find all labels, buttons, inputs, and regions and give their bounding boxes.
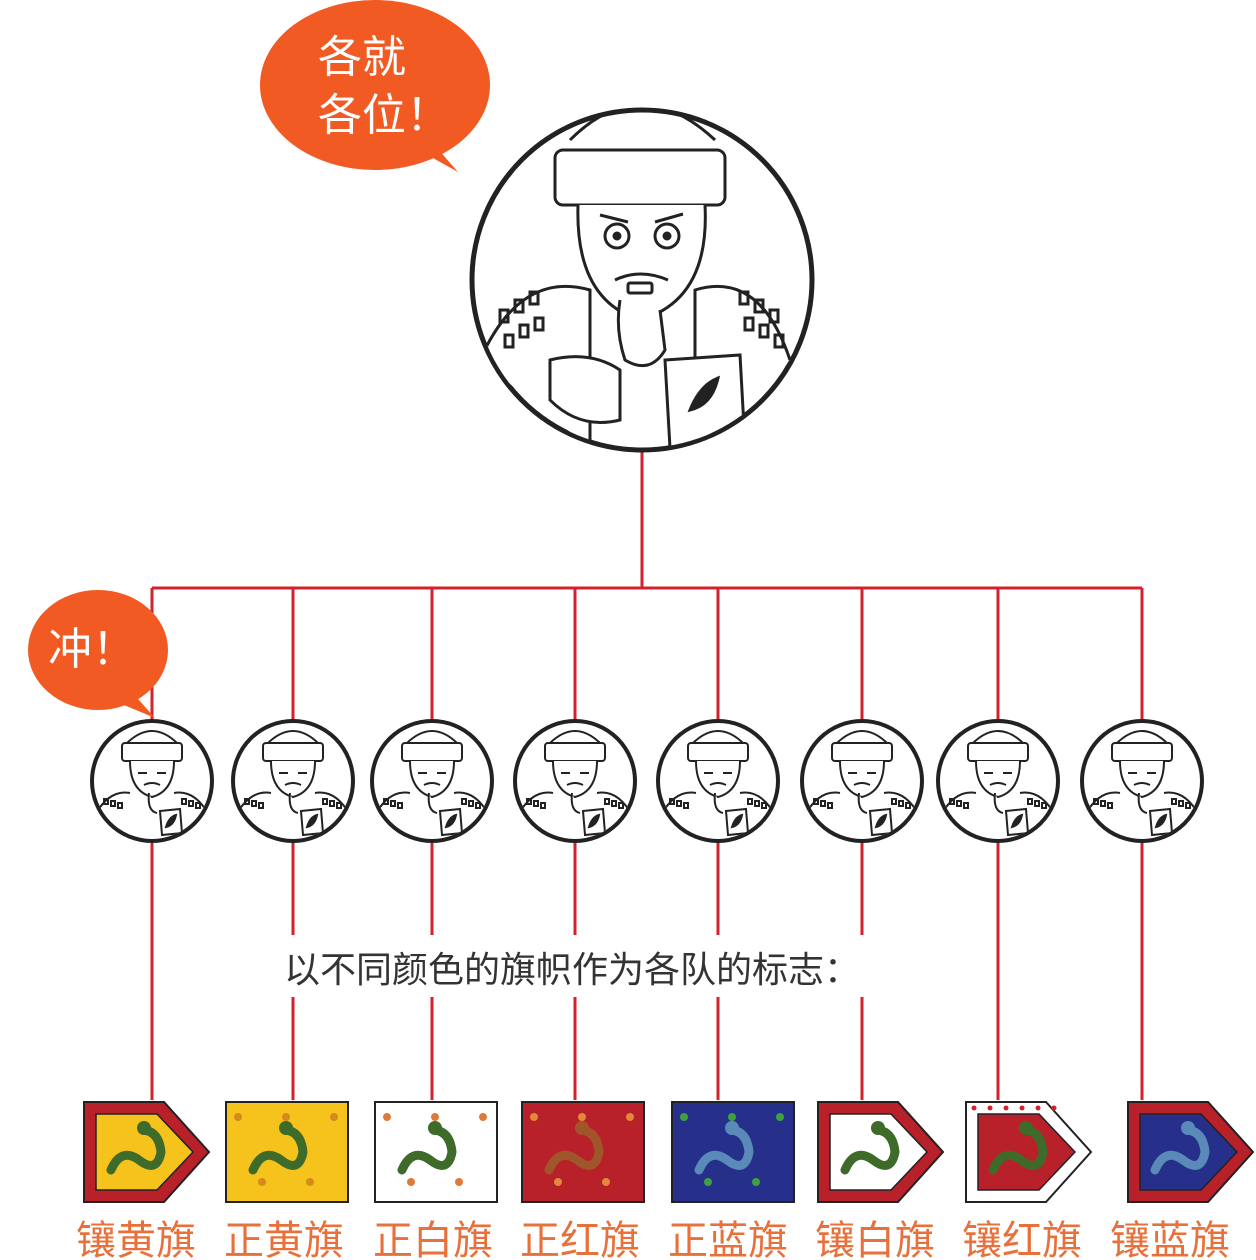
dragon-icon <box>840 1125 900 1175</box>
banner-label: 镶红旗 <box>962 1218 1082 1260</box>
banner-flag <box>965 1101 1093 1203</box>
soldier-portrait <box>231 719 355 843</box>
hand <box>616 299 667 368</box>
banner-flags <box>83 1101 1255 1203</box>
seed <box>687 375 721 413</box>
right-eye <box>653 222 681 250</box>
soldier-portrait <box>800 719 924 843</box>
banner-label: 正红旗 <box>520 1218 640 1260</box>
banner-labels: 镶黄旗正黄旗正白旗正红旗正蓝旗镶白旗镶红旗镶蓝旗 <box>76 1218 1230 1260</box>
banner-label: 镶黄旗 <box>76 1218 196 1260</box>
banner-flag <box>374 1101 498 1203</box>
hat-brim <box>553 148 727 207</box>
soldier-portrait <box>513 719 637 843</box>
left-eye <box>603 222 631 250</box>
banner-label: 镶蓝旗 <box>1110 1218 1230 1260</box>
dragon-icon <box>544 1125 604 1175</box>
soldier-portraits <box>90 719 1204 843</box>
banner-label: 镶白旗 <box>815 1218 935 1260</box>
commander-speech-line-1: 各就 <box>318 32 406 83</box>
banner-flag <box>83 1101 211 1203</box>
banner-flag <box>521 1101 645 1203</box>
dragon-icon <box>106 1125 166 1175</box>
banner-flag <box>671 1101 795 1203</box>
commander-speech-bubble: 各就 各位！ <box>260 0 490 172</box>
soldier-portrait <box>1080 719 1204 843</box>
soldier-portrait <box>370 719 494 843</box>
dragon-icon <box>988 1125 1048 1175</box>
banner-label: 正黄旗 <box>224 1218 344 1260</box>
dragon-icon <box>1150 1125 1210 1175</box>
commander-portrait <box>469 107 815 453</box>
moustache <box>614 272 669 282</box>
banner-flag <box>817 1101 945 1203</box>
soldier-speech-bubble: 冲！ <box>28 590 168 718</box>
dragon-icon <box>397 1125 457 1175</box>
banner-flag <box>1127 1101 1255 1203</box>
hat-dome <box>568 112 717 142</box>
soldier-portrait <box>90 719 214 843</box>
soldier-portrait <box>936 719 1060 843</box>
dragon-icon <box>248 1125 308 1175</box>
banner-label: 正白旗 <box>373 1218 493 1260</box>
dragon-icon <box>694 1125 754 1175</box>
banner-flag <box>225 1101 349 1203</box>
armor-studs <box>498 290 785 349</box>
banner-label: 正蓝旗 <box>668 1218 788 1260</box>
soldier-portrait <box>656 719 780 843</box>
commander-speech-line-2: 各位！ <box>318 90 450 141</box>
caption: 以不同颜色的旗帜作为各队的标志： <box>284 950 860 991</box>
soldier-speech-text: 冲！ <box>48 624 136 675</box>
